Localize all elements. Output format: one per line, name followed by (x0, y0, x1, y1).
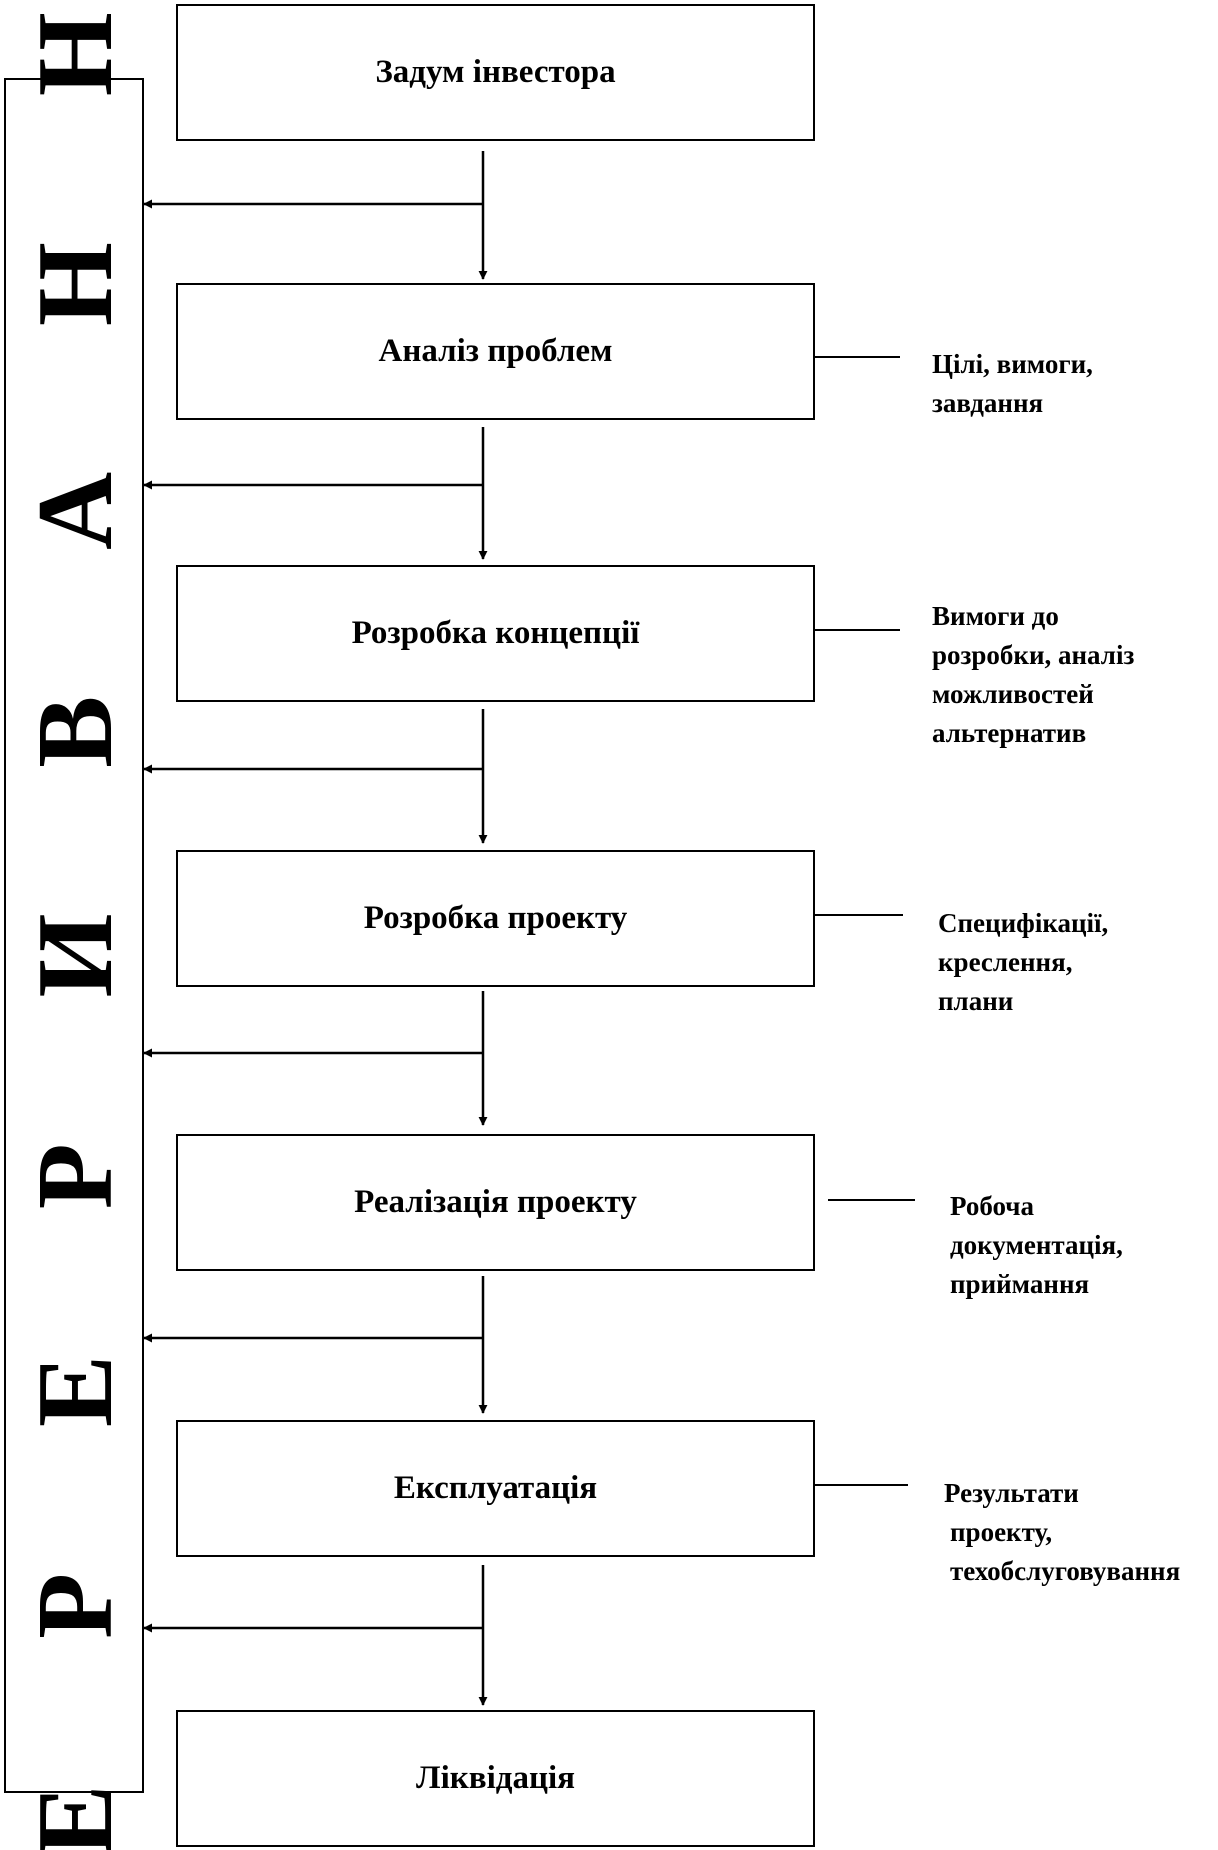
stage-box-zadum: Задум інвестора (176, 4, 815, 141)
note-line: розробки, аналіз (932, 640, 1135, 670)
note-line: Вимоги до (932, 601, 1059, 631)
note-line: проекту, (950, 1517, 1053, 1547)
note-line: Цілі, вимоги, (932, 349, 1093, 379)
stage-label-koncepciya: Розробка концепції (351, 615, 640, 651)
interruption-side-box: П Е Р Е Р И В А Н Н Я (4, 0, 144, 1850)
stage-box-analiz: Аналіз проблем (176, 283, 815, 420)
note-line: документація, (950, 1230, 1123, 1260)
stage-label-likvidaciya: Ліквідація (416, 1760, 575, 1796)
stage-label-realizaciya: Реалізація проекту (354, 1184, 637, 1220)
note-line: техобслуговування (950, 1556, 1181, 1586)
note-line: Специфікації, (938, 908, 1109, 938)
note-proekt: Специфікації, креслення, плани (938, 904, 1108, 1021)
stage-box-ekspluataciya: Експлуатація (176, 1420, 815, 1557)
note-realizaciya: Робоча документація, приймання (950, 1187, 1123, 1304)
note-analiz: Цілі, вимоги, завдання (932, 345, 1093, 423)
stage-box-likvidaciya: Ліквідація (176, 1710, 815, 1847)
note-ekspluataciya: Результати проекту, техобслуговування (944, 1474, 1180, 1591)
stage-label-ekspluataciya: Експлуатація (393, 1470, 598, 1506)
note-line: завдання (932, 388, 1044, 418)
stage-box-koncepciya: Розробка концепції (176, 565, 815, 702)
note-line: плани (938, 986, 1014, 1016)
note-line: креслення, (938, 947, 1073, 977)
note-line: Робоча (950, 1191, 1034, 1221)
stage-label-analiz: Аналіз проблем (378, 333, 613, 369)
note-line: можливостей (932, 679, 1094, 709)
stage-label-proekt: Розробка проекту (363, 900, 628, 936)
note-line: приймання (950, 1269, 1090, 1299)
note-line: Результати (944, 1478, 1079, 1508)
stage-box-proekt: Розробка проекту (176, 850, 815, 987)
note-line: альтернатив (932, 718, 1087, 748)
note-koncepciya: Вимоги до розробки, аналіз можливостей а… (932, 597, 1134, 753)
stage-box-realizaciya: Реалізація проекту (176, 1134, 815, 1271)
stage-label-zadum: Задум інвестора (375, 54, 616, 90)
